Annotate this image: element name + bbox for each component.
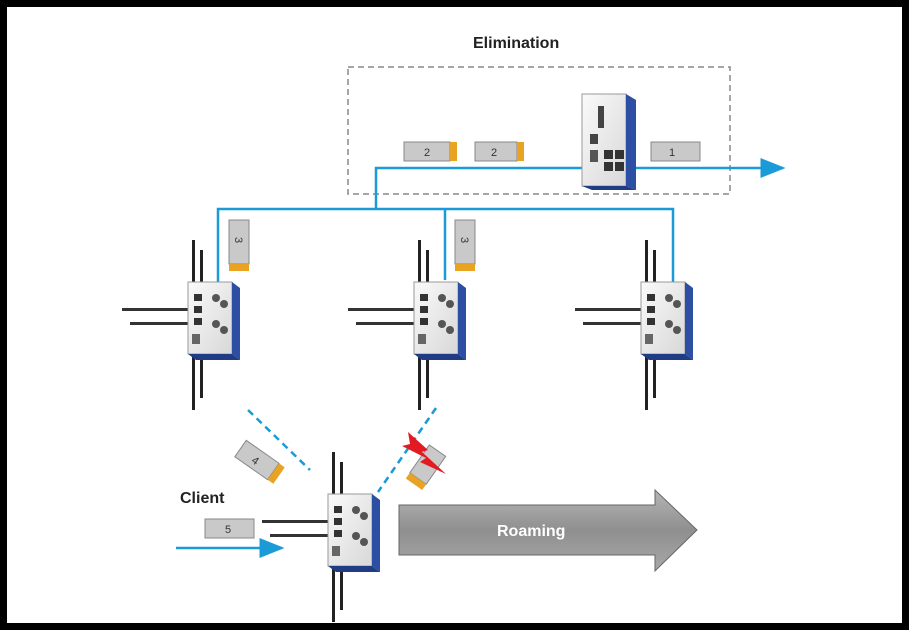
packet-4: 4 [234,439,285,484]
packet-2a: 2 [403,141,457,162]
wireless-link-left [247,409,311,471]
svg-text:2: 2 [491,147,497,159]
access-point-middle [347,239,467,411]
elimination-label: Elimination [473,35,559,52]
roaming-arrow [398,488,698,573]
svg-text:4: 4 [249,454,261,467]
wireless-link-middle [376,407,438,493]
packet-3-middle: 3 [454,219,476,271]
svg-text:1: 1 [669,147,675,159]
access-point-left [121,239,241,411]
packet-1: 1 [650,141,701,162]
svg-text:3: 3 [232,237,244,243]
packet-3-left: 3 [228,219,250,271]
client-label: Client [180,490,225,507]
lost-packet [405,444,447,491]
svg-text:5: 5 [225,524,231,536]
elimination-zone [347,66,731,195]
access-point-right [574,239,694,411]
roaming-label: Roaming [497,523,565,540]
packet-2b: 2 [474,141,524,162]
svg-text:3: 3 [458,237,470,243]
switch-device [581,93,636,190]
packet-5: 5 [204,518,255,539]
wired-links [216,166,675,285]
client-access-point [261,451,381,623]
svg-text:2: 2 [424,147,430,159]
lightning-icon [402,432,446,474]
